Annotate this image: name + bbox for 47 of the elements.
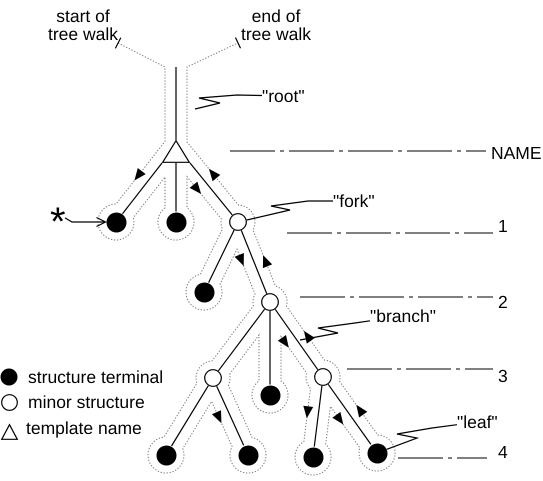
dot-node bbox=[260, 384, 280, 406]
tree-walk-path bbox=[98, 36, 396, 476]
zigzag-leader bbox=[300, 320, 370, 341]
tree-line bbox=[269, 311, 271, 384]
callout-label: "fork" bbox=[333, 192, 375, 210]
circle-node bbox=[229, 213, 247, 231]
tree-line bbox=[208, 230, 235, 283]
dot-node bbox=[366, 442, 388, 464]
tree-line bbox=[328, 384, 372, 445]
tree-line bbox=[240, 230, 268, 294]
callout-label: "branch" bbox=[370, 307, 436, 325]
callout-label: "leaf" bbox=[457, 413, 498, 431]
tree-line bbox=[190, 162, 233, 216]
dot-node bbox=[106, 212, 126, 232]
zigzag-leader bbox=[246, 200, 333, 221]
stem-line bbox=[175, 67, 177, 140]
tree-line bbox=[274, 308, 318, 370]
walk-label: end of tree walk bbox=[238, 7, 314, 43]
dot-node bbox=[302, 446, 324, 468]
level-label: 1 bbox=[498, 217, 508, 235]
tree-line bbox=[175, 163, 177, 212]
level-label: 4 bbox=[498, 443, 508, 461]
circle-node bbox=[314, 368, 332, 386]
callout-label: "root" bbox=[262, 87, 305, 105]
circle-node bbox=[261, 293, 279, 311]
arrow bbox=[64, 216, 106, 228]
tree-line bbox=[314, 386, 322, 447]
legend-label: template name bbox=[26, 419, 142, 437]
tree-line bbox=[216, 386, 244, 446]
dot-node bbox=[194, 282, 214, 302]
walk-label: start of tree walk bbox=[45, 7, 121, 43]
tree-line bbox=[122, 162, 162, 214]
level-label: NAME bbox=[491, 144, 542, 162]
level-label: 3 bbox=[498, 367, 508, 385]
legend-label: structure terminal bbox=[28, 368, 164, 386]
zigzag-leader bbox=[386, 424, 458, 450]
circle-node bbox=[204, 369, 222, 387]
tree-line bbox=[170, 385, 209, 446]
triangle-node bbox=[162, 140, 190, 163]
zigzag-leader bbox=[194, 94, 262, 110]
dot-node bbox=[238, 444, 258, 466]
asterisk-mark: * bbox=[50, 207, 65, 220]
legend-label: minor structure bbox=[28, 393, 145, 411]
tree-line bbox=[218, 308, 266, 372]
dot-node bbox=[156, 444, 176, 466]
level-label: 2 bbox=[498, 293, 508, 311]
dot-node bbox=[166, 212, 186, 232]
